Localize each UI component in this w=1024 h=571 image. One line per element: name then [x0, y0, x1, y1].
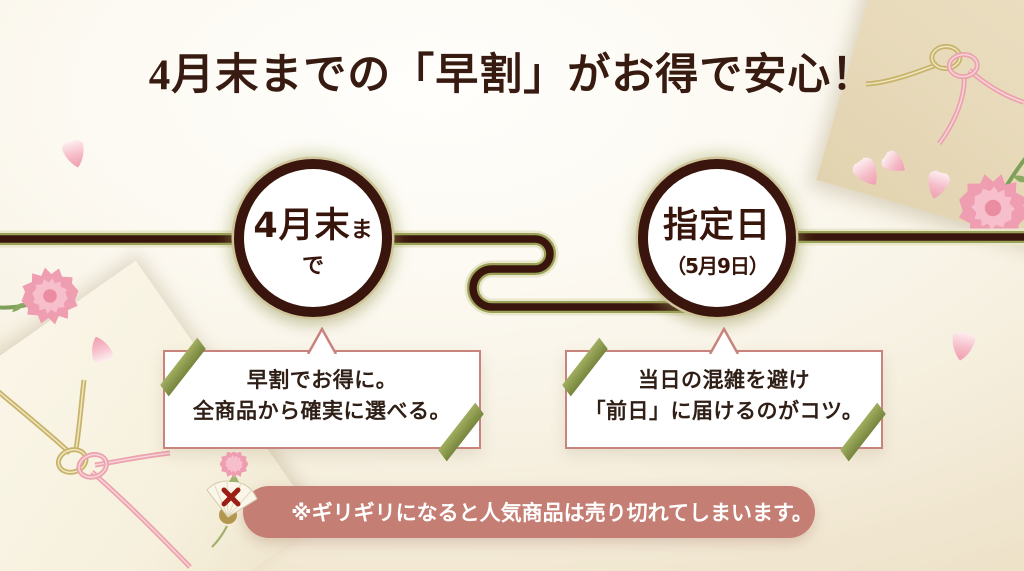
- callout-text: 早割でお得に。全商品から確実に選べる。: [165, 365, 479, 427]
- carnation-right: [950, 156, 1024, 251]
- page-title: 4月末までの「早割」がお得で安心！: [148, 52, 876, 99]
- callout-text: 当日の混雑を避け「前日」に届けるのがコツ。: [567, 365, 881, 427]
- node-label: 指定日 （5月9日）: [663, 197, 771, 279]
- node-label-suffix: まで: [301, 217, 373, 279]
- callout-pointer: [307, 327, 337, 354]
- closed-fan-icon: [206, 452, 258, 548]
- callout-line: 全商品から確実に選べる。: [193, 399, 451, 423]
- node-label: 4月末まで: [244, 197, 382, 280]
- callout-line: 早割でお得に。: [246, 368, 398, 392]
- x-mark-icon: [221, 487, 241, 507]
- mizuhiki-knot-top-right: [865, 43, 1024, 146]
- callout-line: 「前日」に届けるのがコツ。: [584, 399, 864, 423]
- callout-designated-day: 当日の混雑を避け「前日」に届けるのがコツ。: [565, 327, 883, 449]
- node-label-main: 4月末: [253, 205, 351, 246]
- callout-line: 当日の混雑を避け: [638, 368, 810, 392]
- node-label-main: 指定日: [662, 206, 771, 246]
- timeline-node-designated-day: 指定日 （5月9日）: [638, 159, 796, 317]
- mizuhiki-knot-bottom-left: [0, 379, 192, 569]
- callout-early-bird: 早割でお得に。全商品から確実に選べる。: [163, 327, 481, 449]
- timeline-node-april-end: 4月末まで: [234, 159, 392, 317]
- notice-text: ※ギリギリになると人気商品は売り切れてしまいます。: [291, 501, 813, 525]
- callout-pointer: [709, 327, 739, 354]
- carnation-left: [0, 262, 84, 330]
- node-label-sub: （5月9日）: [666, 254, 769, 278]
- notice-banner: ※ギリギリになると人気商品は売り切れてしまいます。: [243, 486, 815, 538]
